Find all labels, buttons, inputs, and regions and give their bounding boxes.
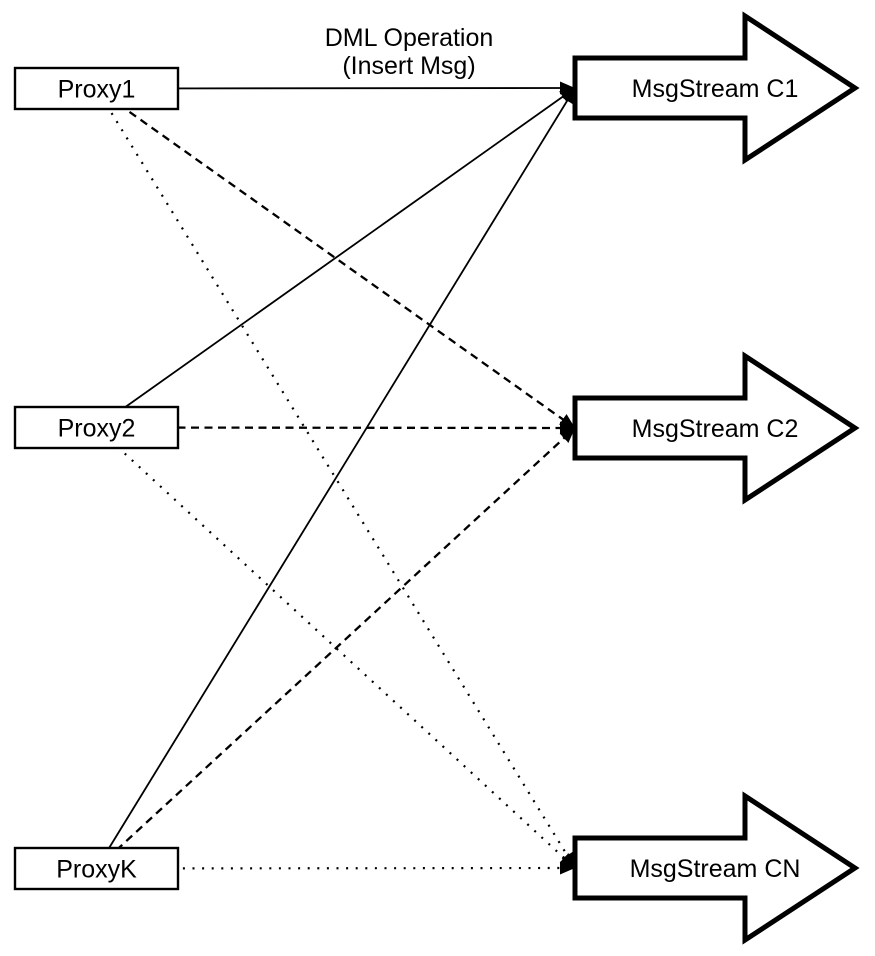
stream-arrow-shape-cn (572, 791, 860, 945)
proxy-box-proxyk (13, 846, 180, 891)
proxy-label-proxy1: Proxy1 (58, 76, 136, 104)
stream-arrow-shape-c2 (572, 351, 860, 505)
edge-proxy2-c1 (95, 87, 576, 429)
title-line-2: (Insert Msg) (342, 52, 475, 80)
edge-proxyk-c1 (95, 87, 576, 869)
proxy-label-proxy2: Proxy2 (58, 415, 136, 443)
edge-proxy1-c2 (95, 87, 576, 429)
edges-layer (95, 81, 576, 875)
diagram-title: DML Operation (Insert Msg) (325, 24, 494, 80)
stream-node-c2: MsgStream C2 (572, 351, 860, 505)
stream-arrow-shape-c1 (572, 11, 860, 165)
proxy-box-proxy1 (13, 66, 180, 111)
edge-proxyk-c2 (95, 427, 576, 870)
stream-node-cn: MsgStream CN (572, 791, 860, 945)
edge-proxy2-c2 (96, 421, 576, 435)
stream-node-c1: MsgStream C1 (572, 11, 860, 165)
streams-layer: MsgStream C1 MsgStream C2 MsgStream CN (572, 11, 860, 945)
proxy-node-proxy2: Proxy2 (13, 405, 180, 450)
proxy-node-proxy1: Proxy1 (13, 66, 180, 111)
proxy-label-proxyk: ProxyK (56, 856, 137, 884)
title-line-1: DML Operation (325, 24, 494, 52)
proxy-node-proxyk: ProxyK (13, 846, 180, 891)
proxy-box-proxy2 (13, 405, 180, 450)
stream-label-c1: MsgStream C1 (632, 75, 799, 103)
stream-label-c2: MsgStream C2 (632, 415, 799, 443)
stream-label-cn: MsgStream CN (630, 855, 801, 883)
